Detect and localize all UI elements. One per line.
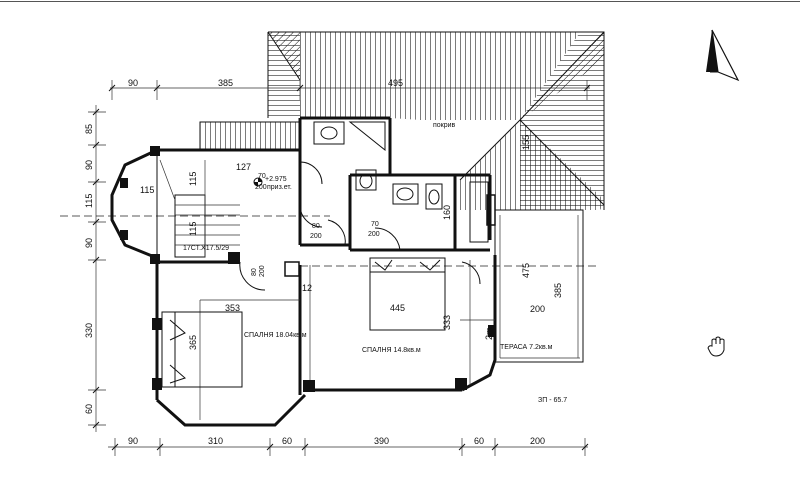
dim-365: 365: [188, 335, 198, 350]
door-swings: [239, 161, 481, 291]
dim-115b: 115: [188, 172, 198, 186]
dim-200: 200: [530, 304, 545, 314]
dim-200c: 200: [310, 233, 322, 240]
beds: [161, 257, 446, 388]
dim-bottom-6: 200: [530, 436, 545, 446]
label-level: +2.975: [265, 176, 287, 183]
dim-left-4: 90: [84, 238, 94, 248]
label-level-sub: приз.ет.: [267, 184, 292, 191]
dim-200b: 200: [368, 231, 380, 238]
label-stair: 17СТ.Х17.5/29: [183, 245, 229, 252]
stair-treads: [159, 159, 240, 257]
dim-200a: 200: [255, 184, 267, 191]
dim-70b: 70: [371, 221, 379, 228]
dim-80a: 80: [312, 223, 320, 230]
dim-left-3: 115: [84, 194, 94, 208]
dim-80b: 80: [251, 268, 258, 276]
label-code: ЗП - 65.7: [538, 397, 567, 404]
dim-333: 333: [442, 315, 452, 330]
level-marker: [253, 177, 263, 187]
dim-115a: 115: [140, 185, 154, 195]
label-roof: покрив: [433, 122, 456, 129]
dim-2m: 2m: [484, 327, 494, 340]
dim-top-2: 385: [218, 78, 233, 88]
north-arrow-icon: [706, 29, 740, 82]
dimension-bottom: [108, 438, 589, 456]
label-bedroom-1: СПАЛНЯ 18.04кв.м: [244, 332, 307, 339]
dim-12: 12: [302, 283, 312, 293]
roof-hatch: [199, 31, 605, 210]
dim-70a: 70: [258, 173, 266, 180]
dim-left-6: 60: [84, 404, 94, 414]
dim-bottom-2: 310: [208, 436, 223, 446]
dim-left-1: 85: [84, 124, 94, 134]
dim-bottom-1: 90: [128, 436, 138, 446]
dim-200d: 200: [259, 265, 266, 277]
label-terrace: ТЕРАСА 7.2кв.м: [500, 344, 553, 351]
dim-115c: 115: [188, 222, 198, 236]
sanitary-fixtures: [313, 121, 489, 243]
dim-353: 353: [225, 303, 240, 313]
dim-left-2: 90: [84, 160, 94, 170]
dim-top-3: 495: [388, 78, 403, 88]
dim-bottom-5: 60: [474, 436, 484, 446]
dim-160: 160: [442, 205, 452, 220]
dim-155: 155: [521, 135, 531, 150]
hand-cursor-icon: [707, 336, 725, 357]
dim-bottom-4: 390: [374, 436, 389, 446]
dimension-top: [108, 80, 591, 100]
dim-445: 445: [390, 303, 405, 313]
dimension-left: [88, 105, 106, 432]
viewer-top-border: [0, 1, 800, 2]
dim-bottom-3: 60: [282, 436, 292, 446]
dim-475: 475: [521, 263, 531, 278]
label-bedroom-2: СПАЛНЯ 14.8кв.м: [362, 347, 421, 354]
dim-385: 385: [553, 283, 563, 298]
dim-127: 127: [236, 162, 251, 172]
dim-top-1: 90: [128, 78, 138, 88]
walls: [110, 116, 584, 427]
dim-left-5: 330: [84, 323, 94, 338]
